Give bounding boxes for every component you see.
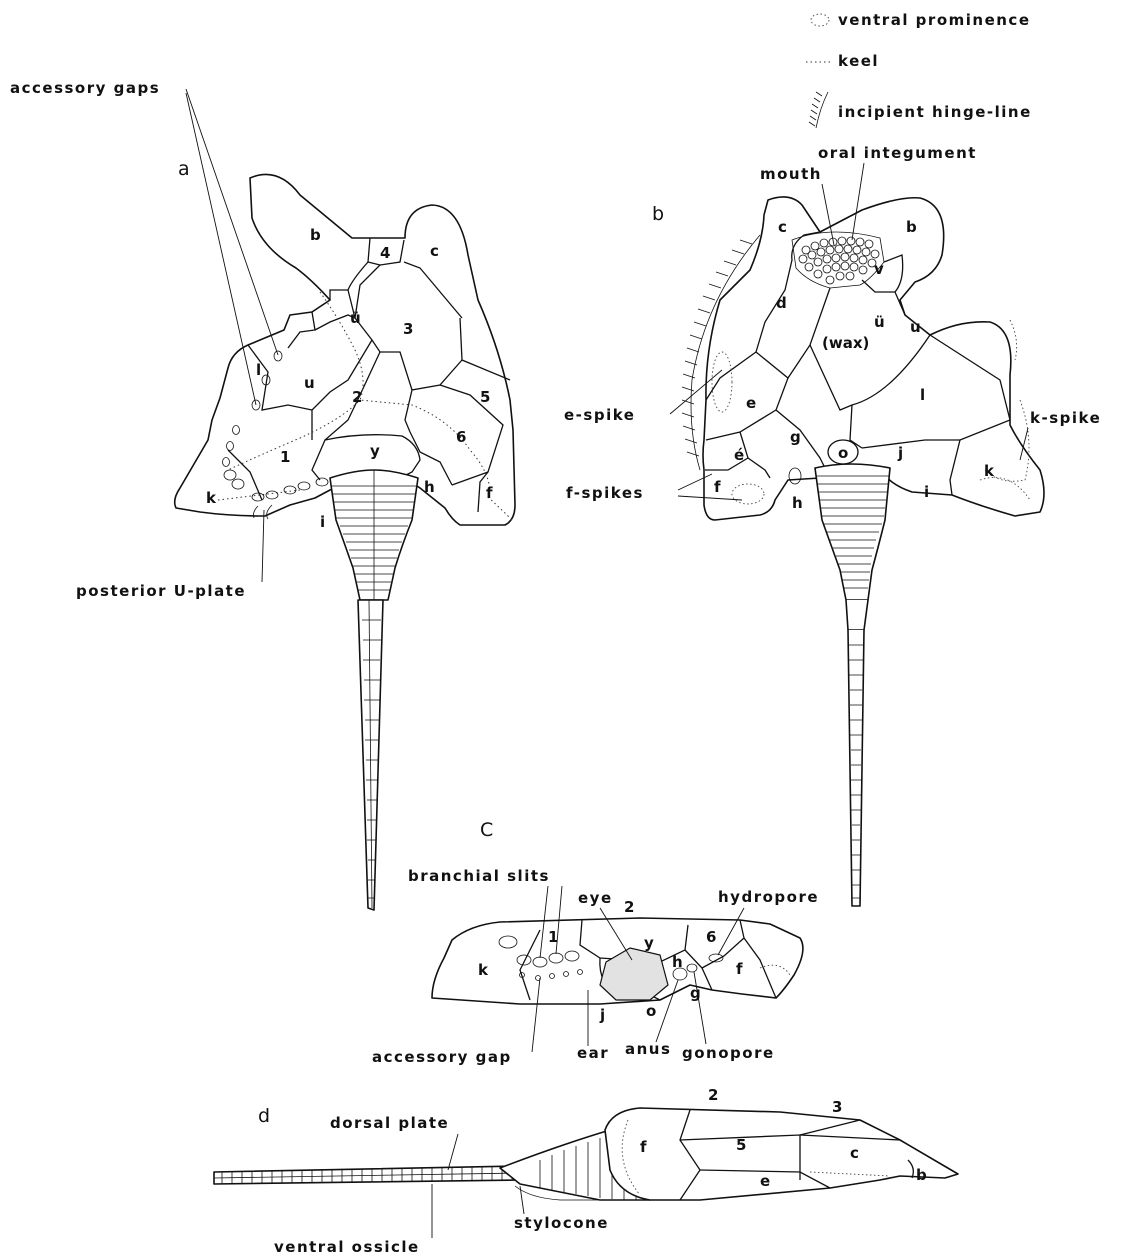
panel-b-plate-h: h <box>792 494 803 512</box>
panel-b-label-e-spike: e-spike <box>564 406 635 424</box>
panel-a-plate-f: f <box>486 484 493 502</box>
panel-c-label-anus: anus <box>625 1040 671 1058</box>
panel-c-plate-k: k <box>478 961 489 979</box>
panel-a-letter: a <box>178 158 190 180</box>
panel-a-plate-c: c <box>430 242 439 260</box>
panel-b-plate-c: c <box>778 218 787 236</box>
panel-c-label-branchial-slits: branchial slits <box>408 867 550 885</box>
panel-b-plate-u: u <box>910 318 921 336</box>
panel-c-label-gonopore: gonopore <box>682 1044 775 1062</box>
panel-b-plate-u-uml: ü <box>874 313 885 331</box>
panel-a-plate-b: b <box>310 226 321 244</box>
panel-d-plate-c: c <box>850 1144 859 1162</box>
ventral-prominence-symbol <box>811 14 829 26</box>
panel-b-plate-g: g <box>790 428 801 446</box>
panel-b-label-oral-integument: oral integument <box>818 144 977 162</box>
panel-b-plate-d: d <box>776 294 787 312</box>
panel-c-plate-h: h <box>672 953 683 971</box>
panel-a-aulacophore <box>330 470 418 910</box>
panel-d-plate-5: 5 <box>736 1136 746 1154</box>
panel-d-plate-e: e <box>760 1172 770 1190</box>
panel-c-plate-y: y <box>644 934 654 952</box>
panel-a-plate-3: 3 <box>403 320 413 338</box>
panel-d-plate-2: 2 <box>708 1086 718 1104</box>
panel-b-label-f-spikes: f-spikes <box>566 484 644 502</box>
panel-b-letter: b <box>652 203 664 225</box>
panel-b-plate-b: b <box>906 218 917 236</box>
panel-b-plate-l: l <box>920 386 925 404</box>
panel-d-plate-b: b <box>916 1166 927 1184</box>
panel-c-plate-2: 2 <box>624 898 634 916</box>
panel-a-label-accessory-gaps: accessory gaps <box>10 79 160 97</box>
panel-d-label-dorsal-plate: dorsal plate <box>330 1114 449 1132</box>
panel-b-plate-e: e <box>746 394 756 412</box>
legend: ventral prominence keel incipient hinge-… <box>806 11 1032 128</box>
panel-a-plate-y: y <box>370 442 380 460</box>
panel-a-plate-5: 5 <box>480 388 490 406</box>
panel-d-plate-f: f <box>640 1138 647 1156</box>
panel-c-label-ear: ear <box>577 1044 609 1062</box>
panel-d-plate-3: 3 <box>832 1098 842 1116</box>
panel-b-plate-j: j <box>897 444 903 462</box>
panel-d-theca <box>605 1108 958 1200</box>
panel-b-plate-wax: (wax) <box>822 334 869 352</box>
panel-b-label-mouth: mouth <box>760 165 822 183</box>
panel-a-plate-6: 6 <box>456 428 466 446</box>
panel-d: d 2 3 f 5 c e b dorsal plate stylo <box>214 1086 958 1256</box>
panel-d-stem <box>214 1166 520 1184</box>
panel-c-plate-o: o <box>646 1002 656 1020</box>
panel-a-plate-4: 4 <box>380 244 390 262</box>
panel-b-plate-v: v <box>874 260 884 278</box>
panel-c-plate-g: g <box>690 984 701 1002</box>
panel-c-label-hydropore: hydropore <box>718 888 819 906</box>
panel-c-letter: C <box>480 819 493 841</box>
panel-d-label-stylocone: stylocone <box>514 1214 609 1232</box>
panel-b-plate-k: k <box>984 462 995 480</box>
panel-c-plate-6: 6 <box>706 928 716 946</box>
panel-a-plate-u-uml: ü <box>350 309 361 327</box>
panel-b-plate-i: i <box>924 483 929 501</box>
panel-b-plate-o: o <box>838 444 848 462</box>
panel-a-theca <box>175 174 515 525</box>
hinge-line-symbol <box>809 92 828 128</box>
panel-a-plate-k: k <box>206 489 217 507</box>
panel-b: b <box>564 144 1101 906</box>
panel-a: a <box>10 79 515 910</box>
panel-b-plate-f: f <box>714 478 721 496</box>
panel-c: C 2 6 1 y k h f <box>372 819 819 1066</box>
panel-a-plate-u: u <box>304 374 315 392</box>
panel-b-aulacophore <box>815 464 890 906</box>
panel-c-label-accessory-gap: accessory gap <box>372 1048 512 1066</box>
panel-d-letter: d <box>258 1105 270 1127</box>
panel-b-plate-e-acute: é <box>734 446 744 464</box>
panel-c-plate-j: j <box>599 1006 605 1024</box>
legend-ventral-prominence: ventral prominence <box>838 11 1031 29</box>
panel-a-plate-1: 1 <box>280 448 290 466</box>
panel-a-plate-i: i <box>320 513 325 531</box>
panel-c-plate-f: f <box>736 960 743 978</box>
panel-d-label-ventral-ossicle: ventral ossicle <box>274 1238 420 1256</box>
panel-b-label-k-spike: k-spike <box>1030 409 1101 427</box>
panel-a-plate-l: l <box>256 361 261 379</box>
legend-hinge-line: incipient hinge-line <box>838 103 1032 121</box>
legend-keel: keel <box>838 52 879 70</box>
panel-a-plate-2: 2 <box>352 388 362 406</box>
panel-a-label-posterior-u-plate: posterior U-plate <box>76 582 246 600</box>
panel-a-plate-h: h <box>424 478 435 496</box>
panel-c-label-eye: eye <box>578 889 613 907</box>
